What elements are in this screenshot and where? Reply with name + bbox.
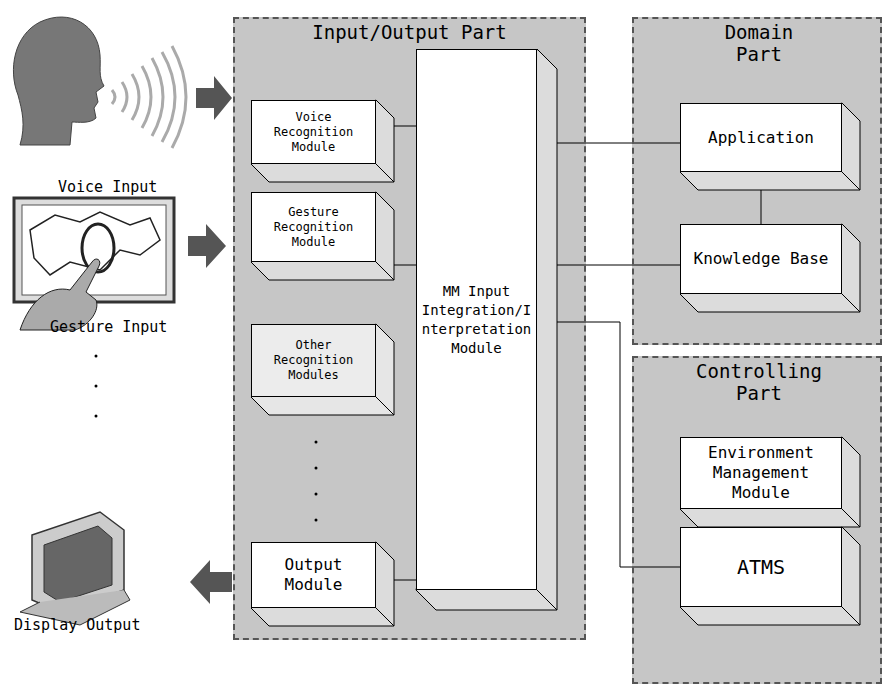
map-screen [22, 205, 166, 295]
block-arrow [196, 76, 232, 120]
module-label: Environment Management Module [685, 443, 837, 503]
block-arrow [190, 560, 232, 604]
part-panel: Controlling PartEnvironment Management M… [632, 356, 882, 684]
box-edge [842, 509, 860, 527]
sound-waves [112, 46, 186, 148]
module-label: Knowledge Base [694, 249, 829, 269]
domain-box: Application [680, 103, 842, 172]
panel-ground [632, 356, 882, 684]
module-label: ATMS [737, 555, 785, 579]
connector-line [537, 143, 680, 144]
module-box: Voice Recognition Module [251, 100, 376, 164]
box-depth [680, 437, 860, 527]
module-label: Gesture Recognition Module [256, 205, 371, 250]
module-box: Output Module [251, 542, 376, 608]
integration-module: MM Input Integration/Interpretation Modu… [416, 49, 537, 590]
module-label: Application [708, 128, 814, 148]
map-frame [14, 198, 174, 302]
connector-line [537, 265, 680, 266]
box-edge [376, 164, 394, 182]
domain-box: Knowledge Base [680, 224, 842, 294]
part-title: Domain Part [699, 21, 819, 65]
control-box: ATMS [680, 527, 842, 607]
module-box: Gesture Recognition Module [251, 192, 376, 262]
box-edge [376, 608, 394, 626]
box-depth [416, 49, 557, 610]
io-label: Voice Input [58, 178, 157, 196]
box-depth [251, 100, 394, 182]
box-depth [251, 324, 394, 415]
part-panel: Input/Output PartVoice Recognition Modul… [233, 17, 586, 640]
box-depth [251, 192, 394, 280]
block-arrow [188, 224, 226, 268]
box-edge [842, 294, 860, 312]
module-label: Other Recognition Modules [256, 338, 371, 383]
module-label: Output Module [256, 555, 371, 595]
connector-line [537, 322, 680, 567]
io-label: Gesture Input [50, 318, 167, 336]
head-icon [13, 17, 104, 145]
module-box: Other Recognition Modules [251, 324, 376, 397]
panel-ground [233, 17, 586, 640]
box-depth [680, 527, 860, 625]
part-title: Input/Output Part [235, 21, 584, 43]
box-edge [376, 262, 394, 280]
box-depth [251, 542, 394, 626]
box-depth [680, 224, 860, 312]
box-edge [842, 172, 860, 190]
part-panel: Domain PartApplicationKnowledge Base [632, 17, 882, 345]
module-label: MM Input Integration/Interpretation Modu… [421, 282, 532, 358]
control-box: Environment Management Module [680, 437, 842, 509]
box-edge [842, 607, 860, 625]
module-label: Voice Recognition Module [256, 110, 371, 155]
monitor-screen [44, 526, 112, 602]
part-title: Controlling Part [674, 360, 844, 404]
box-edge [376, 397, 394, 415]
io-label: Display Output [14, 616, 140, 634]
panel-ground [632, 17, 882, 345]
box-depth [680, 103, 860, 190]
box-edge [537, 590, 557, 610]
